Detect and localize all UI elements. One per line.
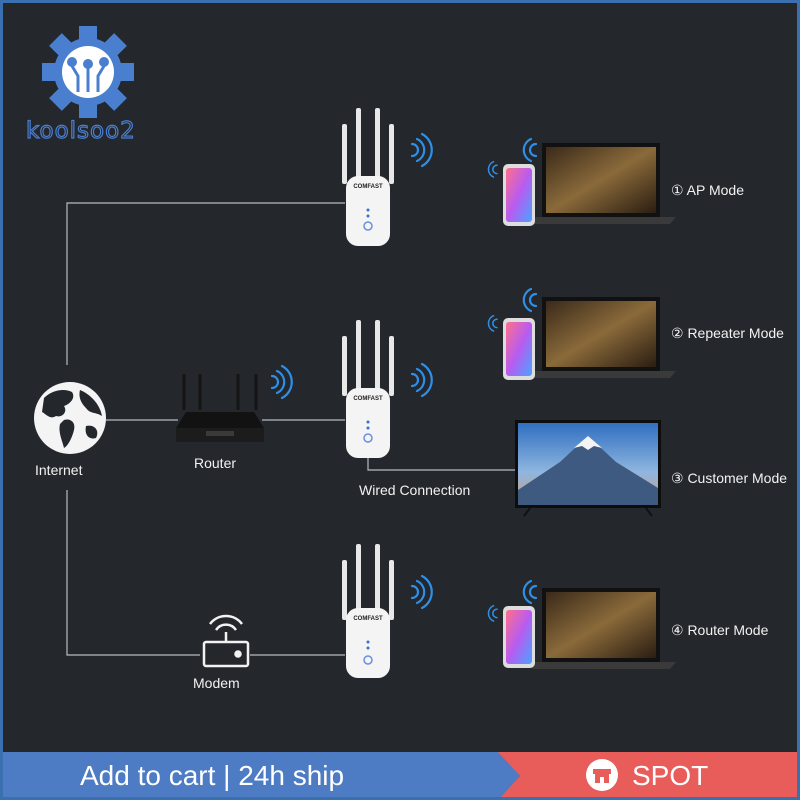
- wired-connection-label: Wired Connection: [359, 482, 471, 498]
- laptop-icon: [526, 143, 676, 224]
- phone-icon: [503, 606, 535, 668]
- gear-logo-icon: [42, 26, 134, 118]
- laptop-icon: [526, 297, 676, 378]
- mode-label-ap: ① AP Mode: [671, 182, 745, 198]
- modem-label: Modem: [193, 675, 240, 691]
- wifi-icon: [522, 579, 538, 605]
- laptop-icon: [526, 588, 676, 669]
- internet-label: Internet: [35, 462, 83, 478]
- tv-icon: [515, 420, 661, 517]
- globe-icon: [34, 382, 106, 454]
- wifi-icon: [522, 287, 538, 313]
- connection-lines: [66, 202, 515, 656]
- svg-text:COMFAST: COMFAST: [353, 396, 383, 402]
- wifi-icon: [487, 314, 498, 332]
- router-label: Router: [194, 455, 237, 471]
- mode-label-repeater: ② Repeater Mode: [671, 325, 784, 341]
- extender-icon-repeater: COMFAST: [342, 320, 394, 458]
- extender-icon-ap: COMFAST: [342, 108, 394, 246]
- spot-badge: [498, 752, 800, 800]
- extender-icon-router: COMFAST: [342, 544, 394, 678]
- phone-icon: [503, 318, 535, 380]
- mode-label-router: ④ Router Mode: [671, 622, 769, 638]
- wifi-icon: [410, 132, 433, 168]
- wifi-icon: [487, 604, 498, 622]
- bottom-banner: Add to cart | 24h ship SPOT: [0, 752, 800, 800]
- spot-label: SPOT: [632, 760, 709, 791]
- mode-label-customer: ③ Customer Mode: [671, 470, 788, 486]
- add-to-cart-button[interactable]: Add to cart | 24h ship: [0, 752, 520, 800]
- router-icon: [176, 374, 264, 442]
- wifi-icon: [522, 137, 538, 163]
- shop-icon: [586, 759, 618, 791]
- svg-text:COMFAST: COMFAST: [353, 184, 383, 190]
- brand-logo-text: koolsoo2: [25, 117, 136, 144]
- phone-icon: [503, 164, 535, 226]
- wifi-icon: [410, 574, 433, 610]
- svg-text:COMFAST: COMFAST: [353, 616, 383, 622]
- add-to-cart-label: Add to cart | 24h ship: [80, 760, 345, 791]
- wifi-icon: [487, 160, 498, 178]
- wifi-icon: [270, 364, 293, 400]
- modem-icon: [202, 614, 250, 668]
- wifi-icon: [410, 362, 433, 398]
